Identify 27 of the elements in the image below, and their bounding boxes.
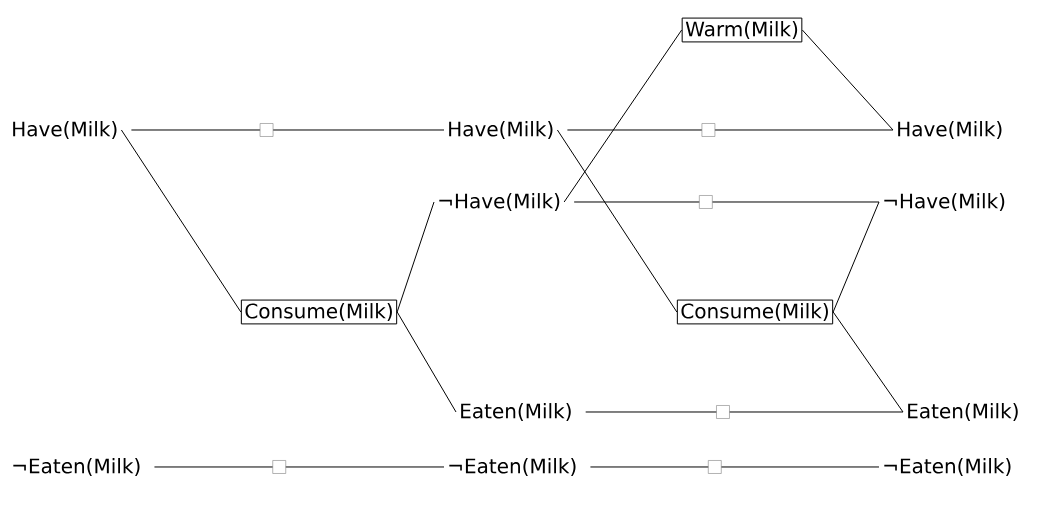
action-box: Warm(Milk) xyxy=(681,17,803,43)
persistence-line xyxy=(585,405,904,419)
state-label: Eaten(Milk) xyxy=(908,403,1018,421)
state-label: Have(Milk) xyxy=(449,121,553,139)
edge-line xyxy=(563,29,683,203)
state-label: ¬Have(Milk) xyxy=(439,193,560,211)
edge-line xyxy=(801,29,894,131)
edge-line xyxy=(396,201,435,313)
action-box: Consume(Milk) xyxy=(676,299,834,325)
edge-line xyxy=(556,129,678,313)
state-label: ¬Have(Milk) xyxy=(884,193,1005,211)
persistence-line xyxy=(589,460,880,474)
persistence-line xyxy=(566,123,894,137)
persistence-line xyxy=(130,123,445,137)
action-box: Consume(Milk) xyxy=(240,299,398,325)
persistence-line xyxy=(153,460,445,474)
state-label: Eaten(Milk) xyxy=(461,403,571,421)
edge-line xyxy=(396,311,457,413)
persistence-line xyxy=(573,195,880,209)
state-label: ¬Eaten(Milk) xyxy=(449,458,576,476)
state-label: ¬Eaten(Milk) xyxy=(884,458,1011,476)
state-label: ¬Eaten(Milk) xyxy=(13,458,140,476)
edge-line xyxy=(832,201,880,313)
edge-line xyxy=(120,129,242,313)
state-label: Have(Milk) xyxy=(898,121,1002,139)
state-label: Have(Milk) xyxy=(13,121,117,139)
edge-line xyxy=(832,311,904,413)
